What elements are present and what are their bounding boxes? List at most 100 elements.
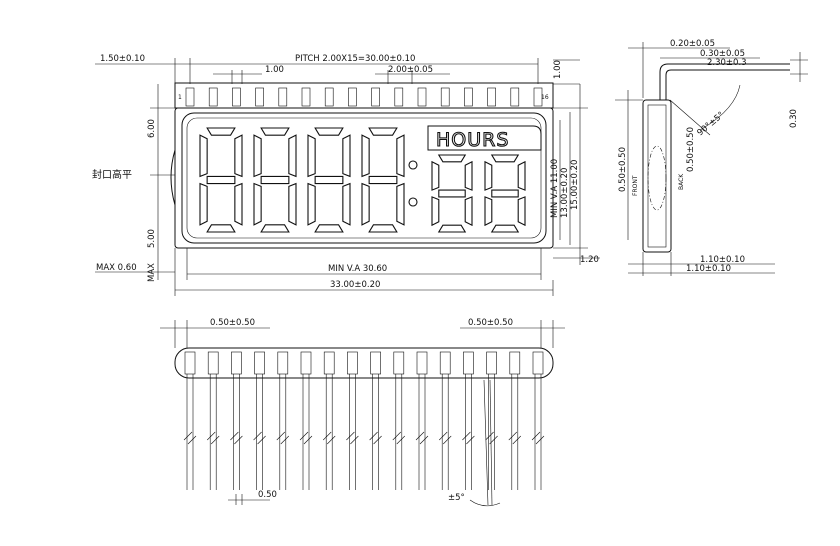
top-pin (394, 87, 404, 107)
front-view: HOURS 1 16 (170, 82, 554, 249)
digit-segment (260, 127, 290, 136)
back-label: BACK (678, 173, 685, 190)
side-050-a-dim: 0.50±0.50 (618, 147, 628, 192)
small-digit (431, 154, 473, 233)
side-050-b-dim: 0.50±0.50 (686, 127, 696, 172)
min-va-3060-dim: MIN V.A 30.60 (328, 264, 387, 274)
bottom-lead (346, 351, 359, 490)
top-pin (417, 87, 427, 107)
bottom-body (174, 347, 554, 379)
bottom-lead (206, 351, 220, 490)
top-pin (255, 87, 264, 107)
digit-segment (368, 175, 398, 185)
large-digit (307, 127, 351, 233)
small-digit (484, 154, 526, 233)
bottom-lead (230, 351, 243, 490)
digit-segment (199, 134, 208, 178)
digit-segment (438, 189, 466, 198)
side-body (642, 99, 672, 253)
bent-lead-outer (659, 63, 790, 100)
max-side-label: MAX (147, 263, 157, 282)
seal-note: 封口高平 (92, 168, 132, 181)
width-3300-dim: 33.00±0.20 (330, 280, 380, 290)
angled-lead (483, 379, 493, 506)
digit-segment (342, 134, 351, 178)
digit-segment (307, 182, 316, 226)
side-110-a-dim: 1.10±0.10 (700, 255, 745, 265)
bottom-lead (508, 351, 522, 490)
digit-segment (288, 134, 297, 178)
large-digit (253, 127, 297, 233)
bottom-lead (299, 351, 313, 490)
top-pin-row (185, 87, 543, 107)
pin-offset-dim: 1.50±0.10 (100, 54, 145, 64)
digit-segment (437, 154, 467, 163)
side-030-dim: 0.30±0.05 (700, 49, 745, 59)
side-view: 0.20±0.05 0.30±0.05 2.30±0.3 0.30 0.50±0… (615, 39, 808, 276)
large-digit (199, 127, 243, 233)
left-dimensions: 6.00 5.00 MAX 封口高平 MAX 0.60 (92, 84, 176, 282)
digit-segment (490, 154, 520, 163)
pitch-dim: PITCH 2.00X15=30.00±0.10 (295, 54, 415, 64)
top-pin (232, 87, 241, 107)
pin-1-label: 1 (178, 94, 182, 101)
digit-segment (288, 182, 297, 226)
top-pin (533, 87, 543, 107)
bottom-lead (415, 351, 429, 490)
side-glass (647, 104, 667, 248)
digit-segment (484, 160, 493, 191)
top-pin (208, 87, 218, 107)
right-dimensions: MIN V.A 11.00 13.00±0.20 15.00±0.20 1.20 (550, 84, 600, 265)
pin-pitch-dim: 2.00±0.05 (388, 65, 433, 75)
top-pin (464, 87, 473, 107)
digit-segment (484, 196, 493, 227)
top-pin (185, 87, 195, 107)
bottom-dimensions: MIN V.A 30.60 33.00±0.20 (174, 248, 554, 296)
angle-90-dim: 90°±5° (696, 110, 727, 138)
digit-segment (234, 182, 243, 226)
hours-label: HOURS (436, 129, 509, 151)
colon-dot-top (408, 160, 418, 170)
angle-arc (699, 84, 741, 131)
digit-segment (342, 182, 351, 226)
dim-600: 6.00 (147, 119, 157, 138)
side-110-b-dim: 1.10±0.10 (686, 264, 731, 274)
pin-width-dim: 1.00 (265, 65, 284, 75)
bottom-lead (438, 351, 452, 490)
bottom-lead (183, 351, 197, 490)
seven-segment-digits (199, 127, 526, 233)
digit-segment (234, 134, 243, 178)
seal-bulge (170, 149, 176, 206)
dim-120: 1.20 (580, 255, 599, 265)
front-label: FRONT (632, 175, 639, 196)
lead-angle-dim: ±5° (448, 493, 465, 503)
bottom-pin-row (183, 351, 545, 506)
digit-segment (368, 224, 398, 233)
digit-segment (314, 127, 344, 136)
bent-lead-inner (665, 69, 790, 100)
pin-header-strip (174, 82, 554, 109)
bottom-lead (531, 351, 545, 490)
bottom-050-right-dim: 0.50±0.50 (468, 318, 513, 328)
digit-segment (464, 196, 473, 227)
top-pin (510, 87, 520, 107)
digit-segment (396, 182, 405, 226)
hours-frame (427, 125, 542, 151)
digit-segment (437, 224, 467, 233)
digit-segment (199, 182, 208, 226)
side-seal (647, 145, 667, 211)
digit-segment (253, 182, 262, 226)
bottom-lead (276, 351, 290, 490)
height-13-dim: 13.00±0.20 (560, 168, 570, 218)
top-pin (487, 87, 496, 107)
digit-segment (253, 134, 262, 178)
max-060-dim: MAX 0.60 (96, 263, 137, 273)
digit-segment (260, 175, 290, 185)
dim-500: 5.00 (147, 229, 157, 248)
digit-segment (260, 224, 290, 233)
lead-width-dim: 0.50 (258, 490, 277, 500)
digit-segment (431, 160, 440, 191)
digit-segment (206, 175, 236, 185)
digit-segment (361, 134, 370, 178)
digit-segment (464, 160, 473, 191)
